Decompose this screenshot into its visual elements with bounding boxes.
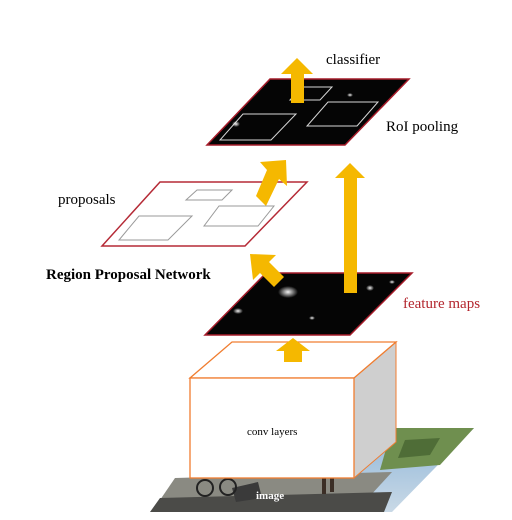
conv-layers-box <box>188 340 398 480</box>
roi-pooling-layer <box>205 78 411 146</box>
arrow-feature-to-roi <box>335 163 365 293</box>
region-proposal-network-label: Region Proposal Network <box>46 267 211 283</box>
arrow-roi-to-classifier <box>281 58 313 103</box>
arrow-conv-to-feature <box>276 338 310 362</box>
arrow-proposals-to-roi <box>256 160 287 206</box>
proposals-layer <box>100 181 309 247</box>
roi-pooling-label: RoI pooling <box>386 119 459 135</box>
feature-maps-label: feature maps <box>403 296 481 312</box>
classifier-label: classifier <box>326 52 381 68</box>
arrow-feature-to-proposals <box>250 254 284 287</box>
proposals-label: proposals <box>58 192 116 208</box>
image-label: image <box>256 490 285 502</box>
feature-maps-layer <box>203 272 414 336</box>
conv-layers-label: conv layers <box>247 426 298 438</box>
